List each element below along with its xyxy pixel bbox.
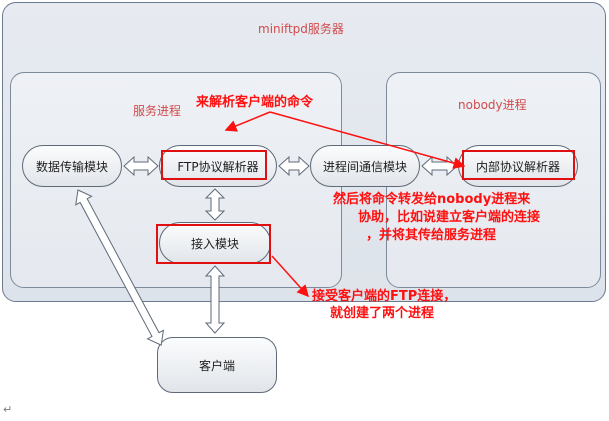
paragraph-return-mark: ↵: [3, 403, 13, 416]
data-transfer-module: 数据传输模块: [22, 145, 122, 187]
diagonal-double-arrow-data-client: [75, 189, 165, 346]
parse-note: 来解析客户端的命令: [196, 95, 314, 110]
miniftpd-server-title: miniftpd服务器: [258, 22, 344, 36]
access-module: 接入模块: [159, 222, 271, 264]
ftp-protocol-parser: FTP协议解析器: [159, 145, 277, 187]
forward-note-line3: ，并将其传给服务进程: [366, 228, 497, 243]
parse-note-arrow: [224, 111, 271, 132]
internal-protocol-parser: 内部协议解析器: [458, 145, 578, 187]
h-double-arrow-2: [278, 155, 310, 177]
accept-note-arrow: [271, 255, 310, 298]
nobody-process-title: nobody进程: [458, 98, 527, 112]
ftp-parser-highlight: [161, 150, 267, 180]
service-process-title: 服务进程: [133, 104, 182, 118]
client-node: 客户端: [157, 337, 277, 393]
v-double-arrow-access-client: [204, 265, 226, 334]
h-double-arrow-1: [123, 155, 159, 177]
v-double-arrow-parser-access: [204, 188, 226, 221]
forward-note-line2: 协助，比如说建立客户端的连接: [358, 210, 541, 225]
accept-note-line1: 接受客户端的FTP连接，: [312, 289, 457, 304]
forward-arrow: [269, 111, 466, 169]
ipc-module: 进程间通信模块: [310, 145, 420, 187]
access-module-highlight: [156, 224, 271, 264]
forward-note-line1: 然后将命令转发给nobody进程来: [333, 192, 531, 207]
accept-note-line2: 就创建了两个进程: [330, 306, 435, 321]
